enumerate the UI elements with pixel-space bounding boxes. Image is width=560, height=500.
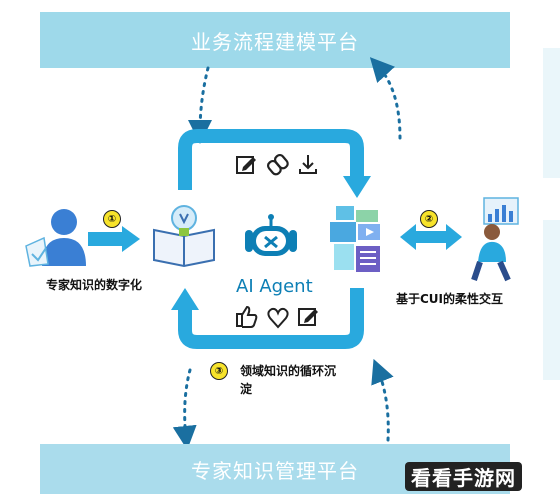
ai-agent-robot-icon (245, 214, 297, 256)
domain-knowledge-cycle-label-line2: 淀 (240, 382, 253, 396)
step2-double-arrow (400, 224, 462, 250)
business-process-platform-banner: 业务流程建模平台 (40, 12, 510, 68)
knowledge-book-icon (153, 205, 215, 268)
dotted-arrow-bottom-down (172, 368, 197, 450)
step2-number-badge: ② (420, 210, 438, 228)
ai-agent-label: AI Agent (236, 276, 313, 297)
watermark-text: 看看手游网 (405, 462, 522, 491)
domain-knowledge-cycle-label-line1: 领域知识的循环沉 (240, 364, 337, 378)
bottom-banner-title: 专家知识管理平台 (191, 458, 359, 483)
download-icon (299, 155, 317, 174)
step1-arrow (88, 226, 140, 252)
step3-number-badge: ③ (210, 362, 228, 380)
edit-icon (298, 308, 318, 326)
heart-icon (267, 307, 289, 329)
expert-knowledge-digitization-label: 专家知识的数字化 (46, 278, 143, 292)
dotted-arrow-top-down (188, 66, 213, 144)
dotted-arrow-top-up (369, 57, 402, 140)
edit-icon (236, 156, 256, 174)
step2-number: ② (424, 213, 434, 225)
step1-number-badge: ① (103, 210, 121, 228)
expert-person-icon (25, 209, 86, 267)
top-banner-title: 业务流程建模平台 (191, 29, 359, 54)
loop-arrow-bottom-head (171, 288, 199, 310)
step3-number: ③ (214, 365, 224, 377)
loop-arrow-top (178, 129, 364, 190)
cui-flexible-interaction-label: 基于CUI的柔性交互 (396, 292, 504, 306)
link-icon (266, 153, 289, 176)
thumbs-up-icon (236, 305, 258, 328)
edge-strip-top (543, 48, 560, 178)
loop-arrow-top-head (343, 176, 371, 198)
user-dashboard-icon (471, 197, 519, 282)
dotted-arrow-bottom-up (371, 358, 394, 442)
edge-strip-bottom (543, 220, 560, 380)
loop-arrow-bottom (178, 288, 364, 349)
step1-number: ① (107, 213, 117, 225)
cui-screens-icon (330, 206, 380, 272)
